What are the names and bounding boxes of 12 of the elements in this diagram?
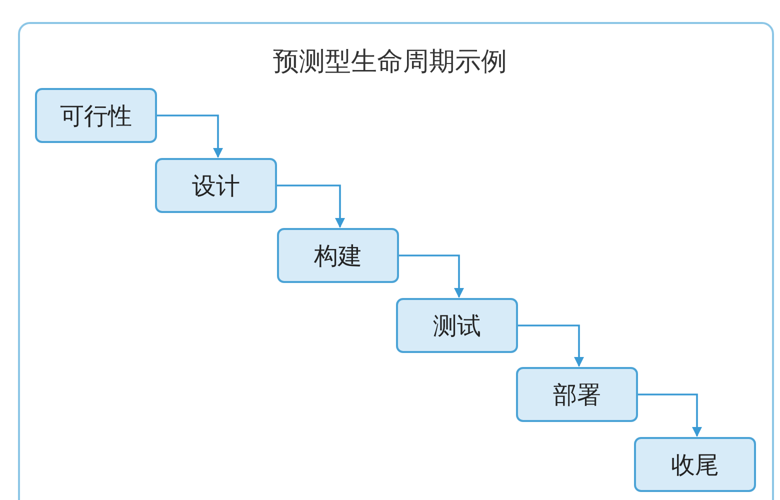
arrow — [518, 324, 584, 367]
process-box: 构建 — [277, 228, 399, 283]
process-box: 收尾 — [634, 437, 756, 492]
process-box: 设计 — [155, 158, 277, 213]
arrow — [638, 394, 702, 437]
process-box: 可行性 — [35, 88, 157, 143]
process-box: 部署 — [516, 367, 638, 422]
arrow — [277, 184, 345, 228]
arrow — [399, 254, 464, 298]
title: 预测型生命周期示例 — [273, 46, 507, 79]
process-box: 测试 — [396, 298, 518, 353]
arrow — [157, 114, 223, 158]
